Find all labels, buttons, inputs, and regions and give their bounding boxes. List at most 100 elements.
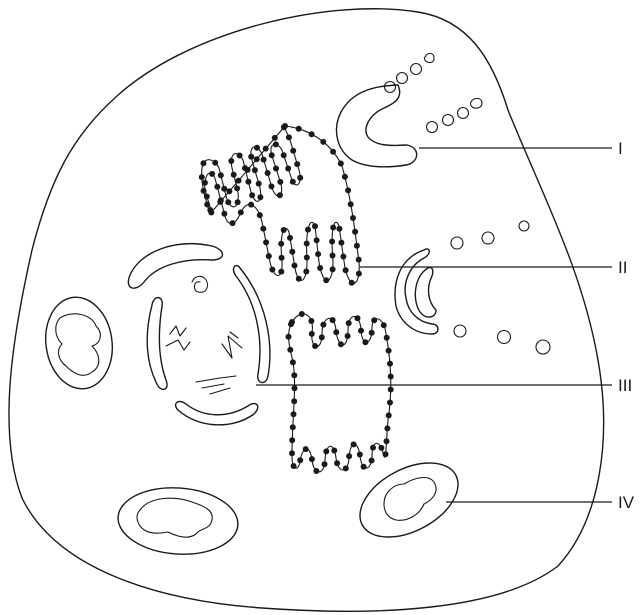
ribosome (291, 372, 297, 378)
ribosome (289, 450, 295, 456)
ribosome (263, 239, 269, 245)
ribosome (305, 227, 311, 233)
ribosome (269, 183, 275, 189)
ribosome (342, 174, 348, 180)
ribosome (277, 179, 283, 185)
ribosome (287, 235, 293, 241)
ribosome (292, 385, 298, 391)
ribosome (291, 411, 297, 417)
golgi-cisterna-upper (337, 85, 417, 167)
ribosome (208, 210, 214, 216)
ribosome (340, 254, 346, 260)
ribosome (388, 374, 394, 380)
vesicle (443, 115, 454, 126)
ribosome (331, 448, 337, 454)
ribosome (279, 255, 285, 261)
golgi-lower (395, 249, 438, 334)
ribosome (238, 209, 244, 215)
ribosome (330, 266, 336, 272)
vesicle (411, 64, 422, 75)
ribosome (334, 460, 340, 466)
ribosome (346, 320, 352, 326)
ribosome (204, 202, 210, 208)
ribosome (386, 348, 392, 354)
ribosome (261, 157, 267, 163)
ribosome (287, 347, 293, 353)
vesicle (536, 340, 550, 354)
label-I: I (618, 139, 623, 158)
ribosome (338, 240, 344, 246)
ribosome (304, 255, 310, 261)
ribosome (234, 185, 240, 191)
vesicle (451, 237, 463, 249)
ribosome (338, 161, 344, 167)
ribosome (345, 187, 351, 193)
ribosome (312, 223, 318, 229)
ribosome (355, 315, 361, 321)
nuclear-envelope-left (147, 298, 167, 390)
nucleus (128, 244, 270, 425)
ribosome (384, 438, 390, 444)
ribosome (333, 329, 339, 335)
ribosome (388, 387, 394, 393)
ribosome (387, 361, 393, 367)
chromatin (166, 326, 190, 350)
ribosome (291, 398, 297, 404)
mitochondrion-bottom (116, 484, 240, 558)
ribosome (245, 167, 251, 173)
ribosome (369, 458, 375, 464)
ribosome (278, 241, 284, 247)
ribosome (362, 339, 368, 345)
vesicle (519, 221, 529, 231)
ribosome (361, 464, 367, 470)
ribosome (352, 229, 358, 235)
ribosome (254, 156, 260, 162)
ribosome (350, 215, 356, 221)
ribosome (290, 424, 296, 430)
ribosome (289, 249, 295, 255)
ribosome (315, 251, 321, 257)
label-IV: IV (618, 493, 635, 512)
golgi-cisterna-inner (415, 267, 436, 317)
ribosome (266, 253, 272, 259)
ribosome (296, 276, 302, 282)
ribosome (309, 456, 315, 462)
ribosome (338, 341, 344, 347)
ribosome (358, 328, 364, 334)
ribosome (278, 269, 284, 275)
ribosome (202, 180, 208, 186)
nuclear-envelope-top (128, 244, 222, 288)
vesicle (454, 325, 466, 337)
ribosome (273, 141, 279, 147)
ribosome (343, 465, 349, 471)
mitochondrion-right (348, 448, 471, 553)
ribosome (329, 239, 335, 245)
ribosome (248, 154, 254, 160)
ribosome (230, 220, 236, 226)
ribosome (319, 334, 325, 340)
ribosome (313, 468, 319, 474)
ribosome (356, 257, 362, 263)
ribosome (273, 166, 279, 172)
ribosome (236, 178, 242, 184)
ribosome (285, 166, 291, 172)
vesicle (482, 232, 494, 244)
ribosome (294, 161, 300, 167)
ribosome (257, 194, 263, 200)
ribosome (290, 148, 296, 154)
ribosome (330, 149, 336, 155)
ribosome (291, 463, 297, 469)
ribosome (225, 199, 231, 205)
label-III: III (618, 376, 632, 395)
ribosome (221, 186, 227, 192)
ribosome (369, 330, 375, 336)
ribosome (254, 145, 260, 151)
ribosome (357, 452, 363, 458)
vesicle (427, 122, 438, 133)
ribosome (248, 202, 254, 208)
secretory-vesicles-lower (451, 221, 550, 354)
ribosome (269, 152, 275, 158)
ribosome (297, 175, 303, 181)
